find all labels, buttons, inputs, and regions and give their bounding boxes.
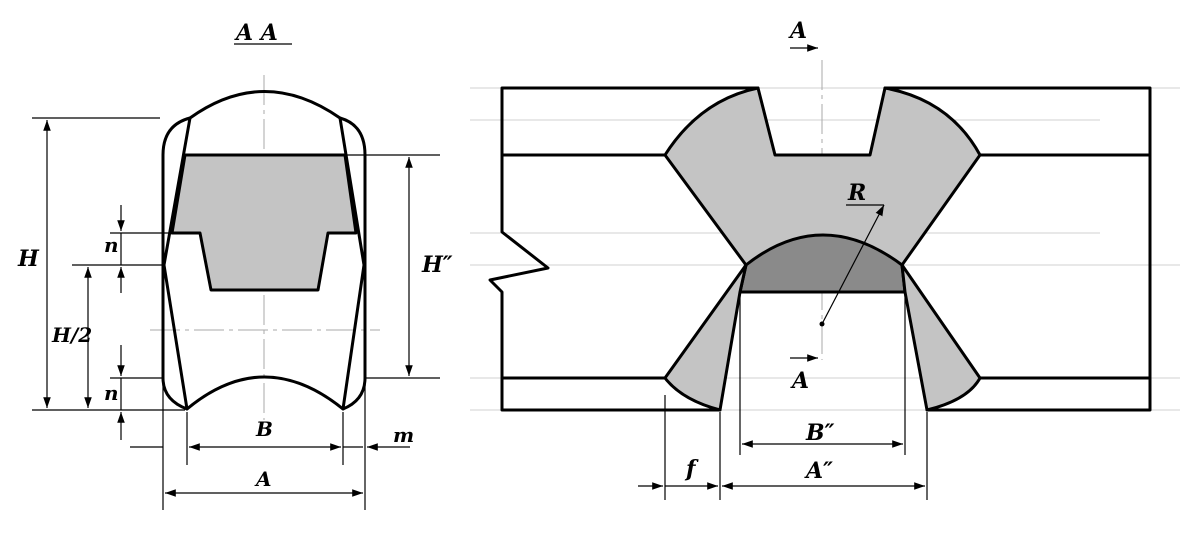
left-plate-outline — [488, 86, 760, 412]
left-bevel-lower-line — [162, 263, 189, 411]
label-R: R — [847, 180, 866, 206]
label-B-dd: B″ — [805, 420, 835, 446]
section-mark-bottom: A — [790, 368, 809, 394]
right-bevel-line — [338, 116, 366, 267]
right-plate-outline — [883, 86, 1152, 412]
right-bevel-lower-line — [341, 263, 366, 411]
label-f: f — [684, 456, 699, 482]
section-mark-top: A — [788, 18, 807, 44]
section-title: A A — [234, 20, 278, 46]
weld-upper-region — [170, 153, 358, 292]
label-H: H — [17, 246, 40, 272]
label-H-half: H/2 — [51, 323, 92, 347]
label-A-dd: A″ — [804, 458, 833, 484]
label-B: B — [255, 417, 273, 441]
label-H-dd: H″ — [421, 252, 453, 278]
weld-lower-left-wedge — [663, 263, 748, 412]
left-bevel-line — [162, 116, 192, 267]
weld-lower-right-wedge — [900, 263, 982, 412]
radius-leader-line — [821, 204, 885, 325]
front-view: A A R B″ f A″ — [470, 18, 1180, 500]
radius-center-point — [819, 321, 825, 327]
section-view-aa: A A H n H/2 n H″ B m A — [17, 20, 453, 510]
label-n-top: n — [104, 233, 119, 257]
label-m: m — [393, 423, 414, 447]
label-A: A — [254, 467, 272, 491]
label-n-bottom: n — [104, 381, 119, 405]
